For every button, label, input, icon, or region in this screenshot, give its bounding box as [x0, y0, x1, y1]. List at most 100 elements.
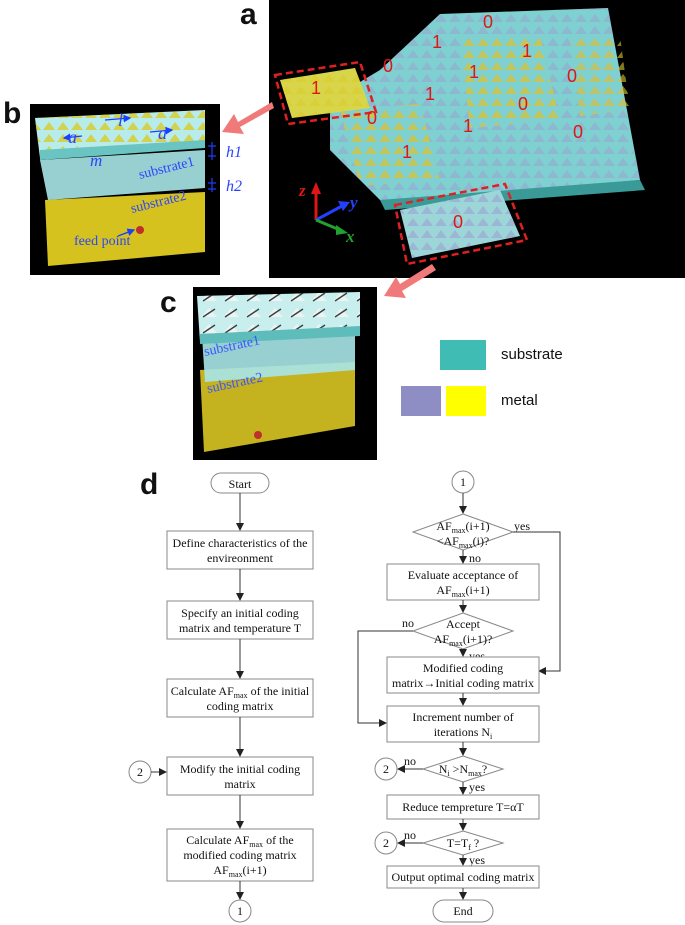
- d4-out-label: 2: [383, 836, 389, 850]
- connector-2-out-a: [374, 757, 398, 781]
- axis-label-x: x: [345, 227, 355, 246]
- d4-yes-label: yes: [469, 853, 485, 867]
- dim-label-m: m: [90, 151, 102, 170]
- selected-bit-zero: 0: [453, 212, 463, 232]
- step4-line: Modify the initial coding: [180, 762, 300, 776]
- d1-text: (i)?: [473, 534, 490, 548]
- d3-text: N: [439, 762, 448, 776]
- panel-letter-b: b: [3, 97, 22, 130]
- d1-no-label: no: [469, 551, 481, 565]
- b2-line: matrix→Initial coding matrix: [392, 676, 534, 690]
- substrate2-layer: [40, 150, 205, 200]
- initial-matrix-box: [166, 600, 314, 640]
- d2-no-label: no: [402, 616, 414, 630]
- tile-bit: 0: [518, 94, 528, 114]
- b1-line1: Evaluate acceptance of: [408, 568, 519, 582]
- metal-swatch-yellow: [446, 386, 486, 416]
- panel-c: substrate1 substrate2: [193, 287, 377, 460]
- tile-bit: 1: [522, 41, 532, 61]
- d1-text: (i+1): [466, 519, 490, 533]
- selected-unit-0: [393, 182, 529, 266]
- label-feed-point: feed point: [74, 234, 130, 249]
- d3-text: >N: [450, 762, 469, 776]
- dim-label-l: l: [118, 110, 123, 130]
- d3-no-label: no: [404, 754, 416, 768]
- define-characteristics-box: [166, 530, 314, 570]
- modified-coding-box: [386, 656, 540, 694]
- d3-sub: i: [447, 769, 450, 778]
- tile-bit: 0: [483, 12, 493, 32]
- d3-out-label: 2: [383, 762, 389, 776]
- arrow-to-panel-b: [222, 102, 274, 134]
- tile-bit: 0: [383, 56, 393, 76]
- b1-sub: max: [452, 590, 466, 599]
- substrate-swatch: [440, 340, 486, 370]
- panel-b: a l a m h1 h2 substrate1 substrate2 feed…: [30, 104, 242, 275]
- b4-label: Reduce tempreture T=αT: [402, 800, 524, 814]
- step5-text: Calculate AF: [186, 833, 249, 847]
- b2-line: Modified coding: [423, 661, 503, 675]
- step4-line: matrix: [224, 777, 255, 791]
- step3-sub: max: [234, 691, 248, 700]
- reduce-temperature-box: [386, 794, 540, 820]
- d2-sub: max: [449, 639, 463, 648]
- dim-label-h1: h1: [226, 144, 242, 161]
- metasurface-plate: [330, 8, 645, 210]
- tile-bit: 1: [463, 116, 473, 136]
- panel-a: 0 1 1 1 0 0 1 0 0 1 0 1 1 0 z y x: [222, 0, 685, 298]
- b3-text: iterations N: [434, 725, 491, 739]
- d2-text: (i+1)?: [463, 632, 492, 646]
- step2-line: matrix and temperature T: [179, 621, 302, 635]
- panel-letter-c: c: [160, 286, 177, 319]
- d3-line: Ni >Nmax?: [439, 762, 487, 778]
- connector-1-out-label: 1: [237, 904, 243, 918]
- d1-sub: max: [459, 541, 473, 550]
- legend-metal-label: metal: [501, 392, 538, 409]
- b3-line2: iterations Ni: [434, 725, 493, 741]
- feed-point-marker: [136, 226, 144, 234]
- ground-plane-c: [200, 362, 355, 452]
- step5-sub: max: [249, 840, 263, 849]
- d1-yes-label: yes: [514, 519, 530, 533]
- tile-bit: 1: [432, 32, 442, 52]
- selected-bit-one: 1: [311, 78, 321, 98]
- connector-1-out: [228, 899, 252, 923]
- d1-sub: max: [452, 526, 466, 535]
- panel-letter-d: d: [140, 468, 159, 501]
- d3-text: ?: [482, 762, 487, 776]
- tile-bit: 1: [469, 62, 479, 82]
- tile-bit: 0: [573, 122, 583, 142]
- dim-label-a-right: a: [158, 123, 167, 143]
- connector-2-out-b: [374, 831, 398, 855]
- step5-text: (i+1): [243, 863, 267, 877]
- tile-bit: 1: [402, 142, 412, 162]
- d4-text: ?: [471, 836, 479, 850]
- step1-line: envireonment: [207, 551, 274, 565]
- tile-bit: 0: [367, 108, 377, 128]
- step3-line1: Calculate AFmax of the initial: [171, 684, 310, 700]
- step5-text: of the: [263, 833, 294, 847]
- dim-label-h2: h2: [226, 178, 242, 195]
- end-label: End: [453, 904, 472, 918]
- ground-plane: [45, 192, 205, 266]
- substrate2-layer-c: [202, 330, 355, 382]
- step2-line: Specify an initial coding: [181, 606, 299, 620]
- selected-unit-1: [273, 60, 378, 126]
- b3-line1: Increment number of: [412, 710, 513, 724]
- axis-label-z: z: [298, 181, 306, 200]
- axis-label-y: y: [348, 193, 358, 212]
- modify-matrix-box: [166, 756, 314, 796]
- d4-sub: f: [468, 843, 471, 852]
- b5-label: Output optimal coding matrix: [392, 870, 535, 884]
- calc-afmax-modified-box: [166, 828, 314, 882]
- step5-sub: max: [229, 870, 243, 879]
- step5-line1: Calculate AFmax of the: [186, 833, 293, 849]
- step3-text: of the initial: [248, 684, 310, 698]
- legend-substrate-label: substrate: [501, 346, 563, 363]
- connector-1-in-label: 1: [460, 475, 466, 489]
- coordinate-axes: z y x: [298, 181, 358, 246]
- b1-text: AF: [436, 583, 452, 597]
- b3-sub: i: [490, 732, 493, 741]
- d3-sub: max: [468, 769, 482, 778]
- b1-line2: AFmax(i+1): [436, 583, 489, 599]
